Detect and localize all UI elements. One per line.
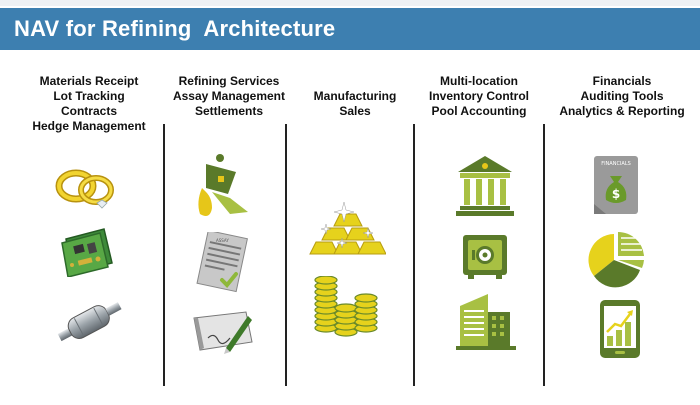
safe-vault-icon: [462, 234, 508, 280]
assay-label: ASSAY: [216, 238, 229, 243]
check-signing-icon: [190, 308, 256, 356]
column-label: Manufacturing: [313, 89, 397, 103]
page-title: NAV for Refining Architecture: [14, 16, 336, 41]
column-inventory: Multi-location Inventory Control Pool Ac…: [420, 74, 538, 119]
column-label: Sales: [339, 104, 371, 118]
column-label: Auditing Tools: [580, 89, 664, 103]
gold-bars-icon: [306, 198, 386, 258]
dollar-sign: $: [612, 187, 620, 201]
column-label: Multi-location: [440, 74, 518, 88]
pie-chart-icon: [588, 230, 646, 288]
column-label: Pool Accounting: [431, 104, 527, 118]
tablet-growth-chart-icon: [598, 298, 642, 360]
gold-rings-icon: [54, 162, 120, 210]
column-label: Analytics & Reporting: [559, 104, 685, 118]
financials-label: FINANCIALS: [601, 161, 631, 167]
column-label: Refining Services: [178, 74, 280, 88]
column-divider: [285, 124, 287, 386]
top-strip: [0, 0, 700, 6]
column-financials: Financials Auditing Tools Analytics & Re…: [552, 74, 692, 119]
bank-building-icon: [456, 154, 514, 216]
coin-stacks-icon: [314, 276, 378, 338]
column-materials: Materials Receipt Lot Tracking Contracts…: [24, 74, 154, 134]
column-label: Financials: [592, 74, 652, 88]
column-label: Settlements: [194, 104, 264, 118]
catalytic-converter-icon: [56, 298, 126, 346]
circuit-board-icon: [60, 225, 116, 277]
column-divider: [163, 124, 165, 386]
column-label: Contracts: [60, 104, 117, 118]
column-label: Assay Management: [172, 89, 286, 103]
column-refining: Refining Services Assay Management Settl…: [170, 74, 288, 119]
column-label: Materials Receipt: [39, 74, 139, 88]
pouring-crucible-icon: [190, 152, 254, 220]
column-label: Hedge Management: [32, 119, 146, 133]
assay-report-icon: ASSAY: [194, 232, 250, 294]
financials-document-icon: FINANCIALS $: [592, 154, 640, 216]
column-label: Inventory Control: [428, 89, 529, 103]
title-bar: NAV for Refining Architecture: [0, 8, 700, 50]
column-label: Lot Tracking: [53, 89, 125, 103]
office-buildings-icon: [456, 292, 516, 350]
column-divider: [413, 124, 415, 386]
column-divider: [543, 124, 545, 386]
column-manufacturing: Manufacturing Sales: [296, 89, 414, 119]
